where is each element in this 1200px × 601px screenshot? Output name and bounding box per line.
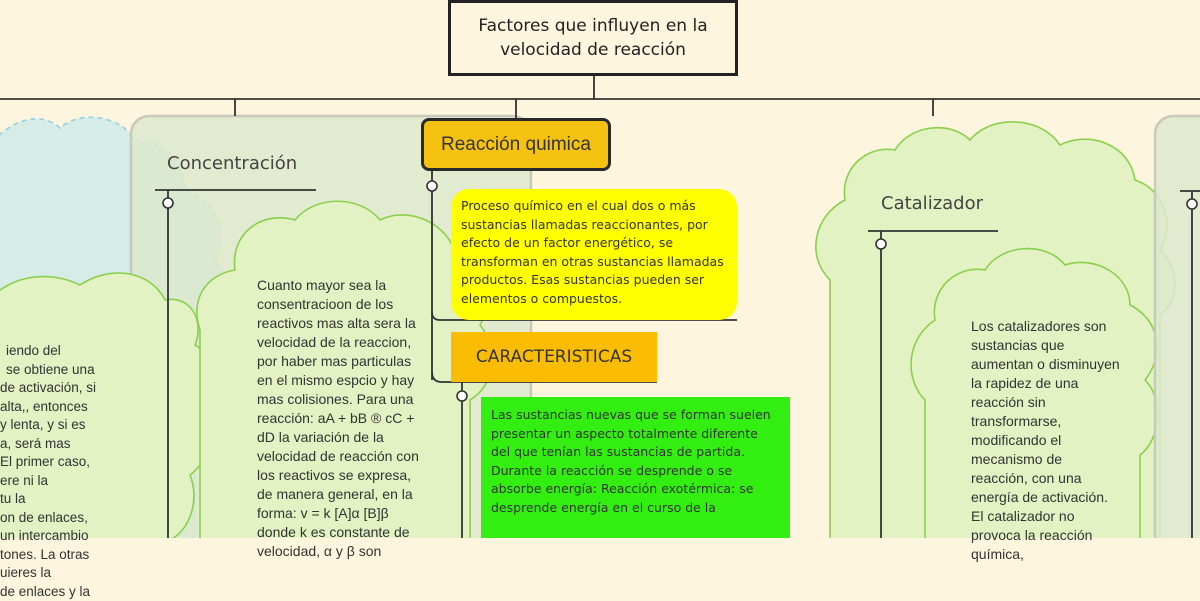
- reaccion-quimica-label: Reacción quimica: [441, 134, 591, 156]
- central-topic-text: Factores que influyen en la velocidad de…: [461, 14, 725, 62]
- reaccion-quimica-text: Proceso químico en el cual dos o más sus…: [461, 198, 724, 306]
- catalizador-text: Los catalizadores son sustancias que aum…: [971, 317, 1121, 564]
- left-line: de enlaces y la: [0, 583, 140, 601]
- central-topic[interactable]: Factores que influyen en la velocidad de…: [448, 0, 738, 76]
- caracteristicas-text: Las sustancias nuevas que se forman suel…: [491, 407, 771, 515]
- left-line: alta,, entonces: [0, 398, 140, 417]
- catalizador-topic[interactable]: Catalizador: [881, 193, 983, 214]
- left-line: se obtiene una: [0, 361, 140, 380]
- left-line: de activación, si: [0, 379, 140, 398]
- caracteristicas-label: CARACTERISTICAS: [476, 347, 632, 367]
- caracteristicas-note[interactable]: Las sustancias nuevas que se forman suel…: [481, 397, 790, 538]
- left-line: ere ni la: [0, 472, 140, 491]
- left-line: tu la: [0, 490, 140, 509]
- reaccion-quimica-topic[interactable]: Reacción quimica: [421, 118, 611, 171]
- left-line: tones. La otras: [0, 546, 140, 565]
- left-line: on de enlaces,: [0, 509, 140, 528]
- left-line: a, será mas: [0, 435, 140, 454]
- left-line: El primer caso,: [0, 453, 140, 472]
- concentracion-topic[interactable]: Concentración: [167, 153, 297, 174]
- concentracion-text: Cuanto mayor sea la consentracioon de lo…: [257, 276, 425, 561]
- left-line: uieres la: [0, 564, 140, 583]
- right-edge-panel: [1155, 116, 1200, 600]
- left-line: y lenta, y si es: [0, 416, 140, 435]
- caracteristicas-topic[interactable]: CARACTERISTICAS: [451, 332, 657, 382]
- reaccion-quimica-note[interactable]: Proceso químico en el cual dos o más sus…: [451, 189, 737, 320]
- left-line: iendo del: [0, 342, 140, 361]
